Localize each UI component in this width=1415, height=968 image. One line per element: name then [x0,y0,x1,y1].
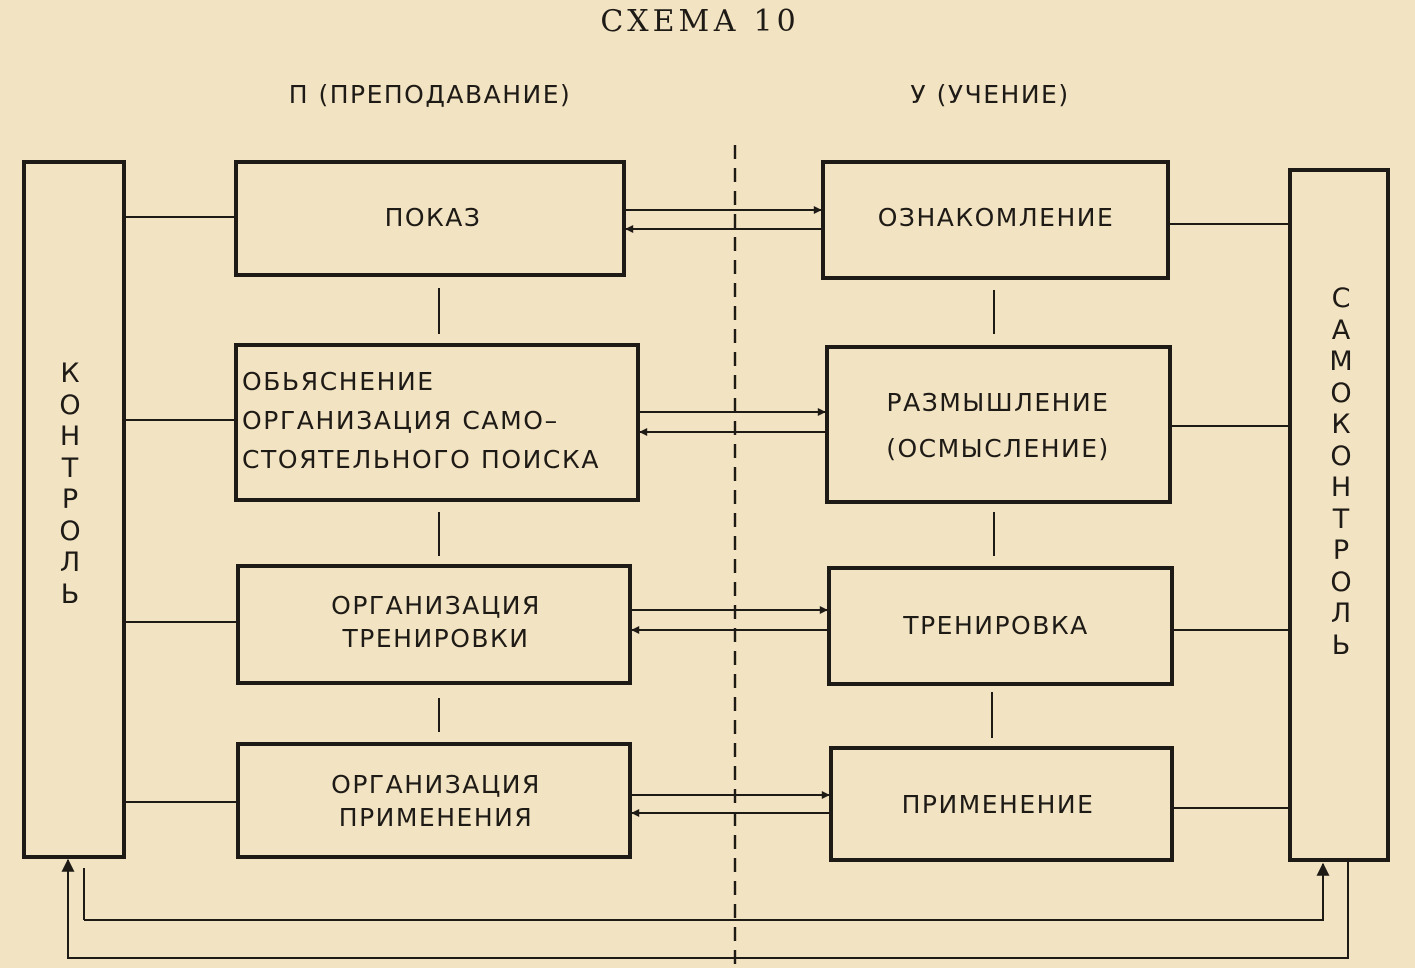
vertical-letter: Н [1330,472,1352,503]
vertical-letter: Т [1332,503,1350,535]
feedback-loop-inner [84,862,1330,921]
teaching-block-2-label: ОБЬЯСНЕНИЕ ОРГАНИЗАЦИЯ САМО– СТОЯТЕЛЬНОГ… [242,367,601,474]
vertical-letter: С [1331,283,1351,314]
teaching-block-2-box [234,343,640,502]
learning-block-4-label: ПРИМЕНЕНИЕ [901,790,1095,819]
vertical-letter: К [1331,409,1351,440]
vertical-letter: К [60,358,80,389]
teaching-block-4-label: ОРГАНИЗАЦИЯ ПРИМЕНЕНИЯ [331,770,541,832]
teaching-block-4-box [236,742,632,859]
vertical-letter: Л [1330,598,1352,629]
column-header-teaching: П (ПРЕПОДАВАНИЕ) [288,80,572,109]
teaching-block-1-label: ПОКАЗ [384,203,482,232]
learning-block-4-box [829,746,1174,862]
vertical-letter: О [1330,566,1352,598]
vertical-letter: Л [59,547,81,578]
learning-block-1-label: ОЗНАКОМЛЕНИЕ [877,203,1115,232]
vertical-letter: О [1330,377,1352,409]
feedback-loop-outer [61,858,1349,959]
vertical-letter: Н [59,421,81,452]
vertical-letter: А [1331,314,1351,346]
learning-block-2-label: РАЗМЫШЛЕНИЕ (ОСМЫСЛЕНИЕ) [886,388,1110,463]
teaching-block-1-box [234,160,626,277]
learning-block-1-box [821,160,1170,280]
vertical-letter: Ь [1331,629,1351,661]
learning-block-3-label: ТРЕНИРОВКА [903,611,1089,640]
vertical-letter: О [59,515,81,547]
vertical-letter: Р [61,484,79,515]
learning-block-2-box [825,345,1172,504]
vertical-letter: М [1329,346,1353,377]
vertical-letter: О [59,389,81,421]
vertical-letter: Ь [60,578,80,610]
column-header-learning: У (УЧЕНИЕ) [910,80,1070,109]
vertical-letter: Р [1332,535,1350,566]
vertical-letter: О [1330,440,1352,472]
learning-block-3-box [827,566,1174,686]
self-control-bar-box [1288,168,1390,862]
teaching-block-3-label: ОРГАНИЗАЦИЯ ТРЕНИРОВКИ [331,591,541,653]
teaching-block-3-box [236,564,632,685]
diagram-title: СХЕМА 10 [600,4,800,39]
control-bar-box [22,160,126,859]
vertical-letter: Т [61,452,79,484]
